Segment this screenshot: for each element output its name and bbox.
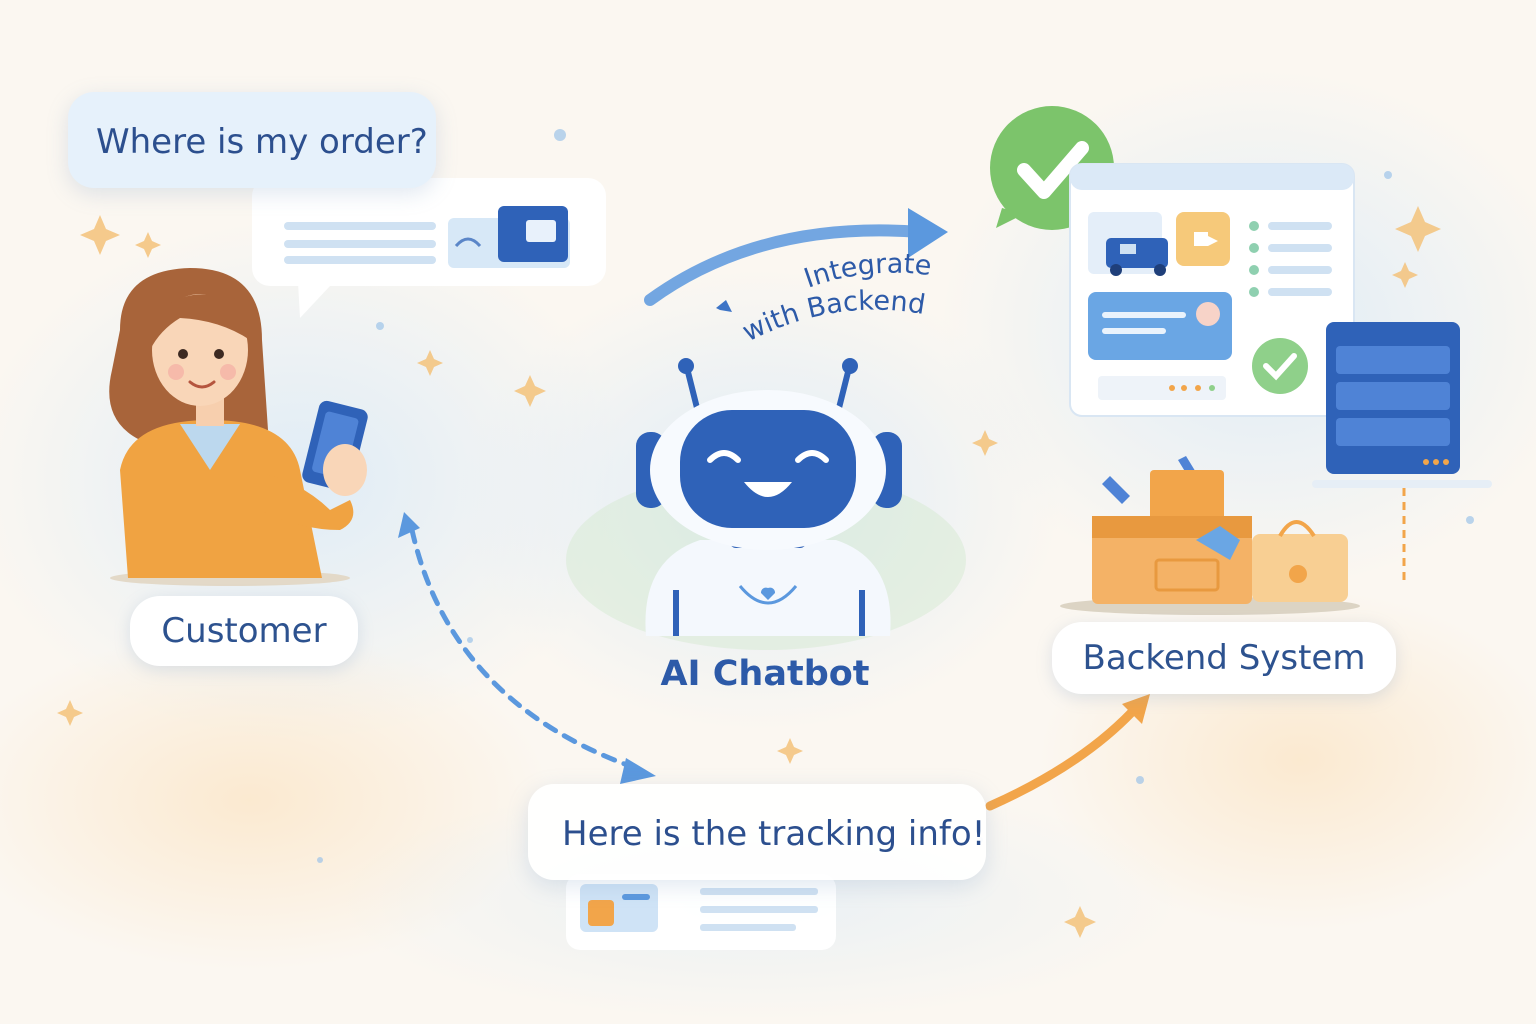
toolbox-icon <box>1060 456 1360 615</box>
tracking-card-icon <box>566 874 836 950</box>
backend-arrow <box>985 694 1150 811</box>
integrate-label-line2: with Backend <box>738 285 928 348</box>
customer-message-bubble: Where is my order? <box>68 92 436 188</box>
bot-reply: Here is the tracking info! <box>562 814 986 854</box>
backend-label: Backend System <box>1082 638 1366 678</box>
customer-illustration <box>109 268 368 586</box>
customer-label: Customer <box>161 611 327 651</box>
bot-reply-bubble: Here is the tracking info! <box>528 784 986 880</box>
customer-node: Customer <box>130 596 358 666</box>
robot-icon <box>566 358 966 650</box>
order-preview-card <box>252 178 606 318</box>
server-icon <box>1312 322 1492 580</box>
integrate-arrow <box>644 208 948 306</box>
reply-arrow <box>398 512 656 784</box>
dashboard-window <box>1069 163 1355 417</box>
backend-node: Backend System <box>1052 622 1396 694</box>
bird-icon <box>716 300 732 312</box>
truck-icon <box>1106 238 1168 276</box>
chatbot-label: AI Chatbot <box>660 654 870 694</box>
customer-message: Where is my order? <box>96 122 428 162</box>
sparkles <box>57 206 1441 938</box>
